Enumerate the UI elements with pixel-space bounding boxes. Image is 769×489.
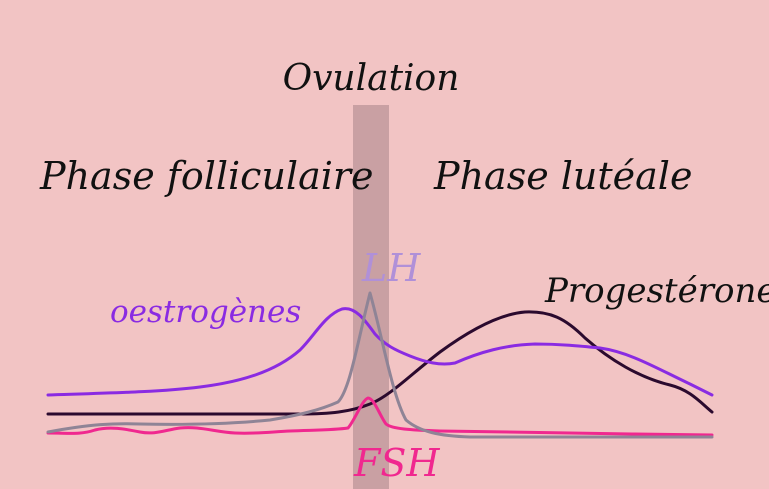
progesterone-curve — [46, 310, 714, 416]
lh-label: LH — [361, 246, 421, 290]
follicular-phase-label: Phase folliculaire — [39, 154, 374, 198]
lh-curve — [46, 291, 714, 439]
estrogens-curve — [46, 307, 714, 397]
fsh-label: FSH — [353, 441, 440, 485]
estrogens-label: oestrogènes — [110, 294, 301, 330]
progesterone-label: Progestérone — [544, 271, 769, 311]
ovulation-label: Ovulation — [283, 58, 460, 99]
luteal-phase-label: Phase lutéale — [433, 154, 692, 198]
fsh-curve — [46, 396, 714, 437]
